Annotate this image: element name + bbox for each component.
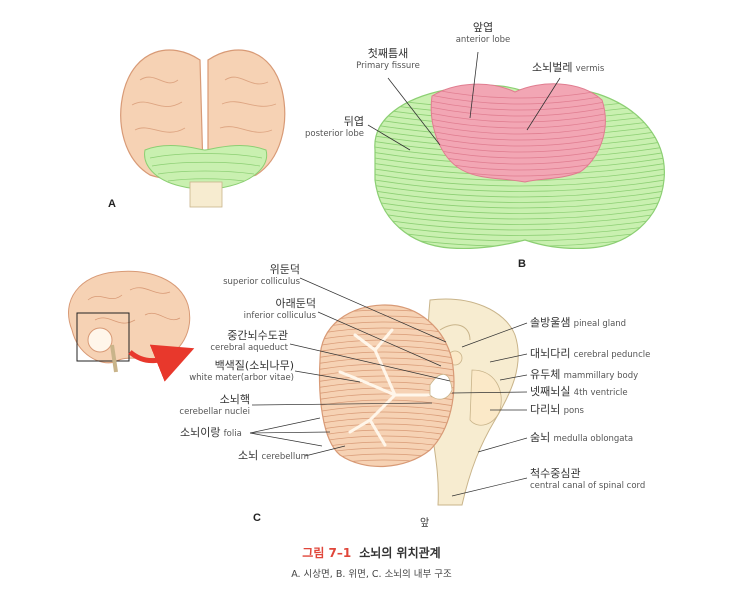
label-pineal-gland: 솔방울샘 pineal gland bbox=[530, 316, 627, 330]
label-arbor-vitae: 백색질(소뇌나무)white mater(arbor vitae) bbox=[189, 359, 294, 384]
figure-caption: 그림 7–1 소뇌의 위치관계 bbox=[0, 544, 743, 561]
leader-lines bbox=[249, 277, 528, 497]
panel-label-c: C bbox=[253, 512, 261, 524]
panel-c-sagittal-small bbox=[68, 270, 195, 382]
panel-c-section bbox=[318, 298, 519, 506]
panel-label-b: B bbox=[518, 258, 526, 270]
panel-a-brain bbox=[120, 49, 286, 208]
label-mammillary-body: 유두체 mammillary body bbox=[530, 368, 639, 382]
figure-number: 그림 7–1 bbox=[302, 546, 352, 560]
label-folia: 소뇌이랑 folia bbox=[180, 426, 242, 440]
label-cerebral-peduncle: 대뇌다리 cerebral peduncle bbox=[530, 347, 651, 361]
label-4th-ventricle: 넷째뇌실 4th ventricle bbox=[530, 385, 628, 399]
label-vermis: 소뇌벌레 vermis bbox=[532, 61, 605, 75]
figure-subcaption: A. 시상면, B. 위면, C. 소뇌의 내부 구조 bbox=[291, 569, 452, 580]
label-front: 앞 bbox=[420, 518, 430, 529]
label-medulla-oblongata: 숨뇌 medulla oblongata bbox=[530, 431, 634, 445]
figure-title: 소뇌의 위치관계 bbox=[359, 546, 441, 560]
label-pons: 다리뇌 pons bbox=[530, 403, 584, 417]
panel-b-cerebellum bbox=[367, 51, 665, 250]
label-cerebellum: 소뇌 cerebellum bbox=[238, 449, 309, 463]
panel-label-a: A bbox=[108, 198, 116, 210]
